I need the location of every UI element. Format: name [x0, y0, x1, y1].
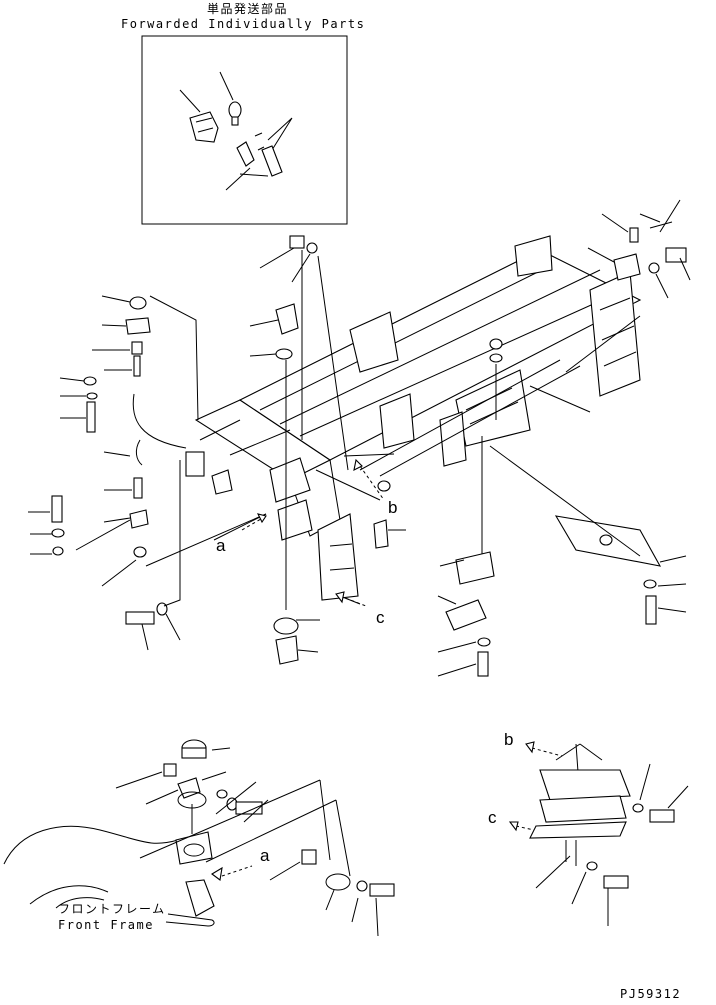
- main-frame: [194, 235, 642, 601]
- callout-b-main: b: [388, 498, 398, 517]
- bracket-detail: [508, 741, 689, 926]
- front-frame-label-jp: フロントフレーム: [58, 902, 166, 916]
- inset-link-parts: [225, 141, 283, 191]
- callout-b-detail: b: [504, 730, 514, 749]
- forwarded-parts-title-jp: 単品発送部品: [207, 2, 289, 16]
- callout-a-detail: a: [260, 846, 270, 865]
- forwarded-parts-box: [141, 35, 348, 225]
- front-frame-label-en: Front Frame: [58, 918, 154, 932]
- callout-a-main: a: [216, 536, 226, 555]
- center-parts: [213, 235, 406, 665]
- inset-bracket-part: [179, 89, 219, 143]
- left-parts: [28, 295, 267, 651]
- callout-c-main: c: [376, 608, 385, 627]
- forwarded-parts-title-en: Forwarded Individually Parts: [121, 17, 366, 31]
- inset-pin-parts: [254, 117, 293, 151]
- right-parts: [437, 199, 691, 677]
- view-arrows: [241, 458, 385, 607]
- front-frame-detail: [3, 739, 395, 937]
- callout-c-detail: c: [488, 808, 497, 827]
- drawing-number: PJ59312: [620, 987, 682, 1001]
- inset-ring-part: [219, 71, 242, 126]
